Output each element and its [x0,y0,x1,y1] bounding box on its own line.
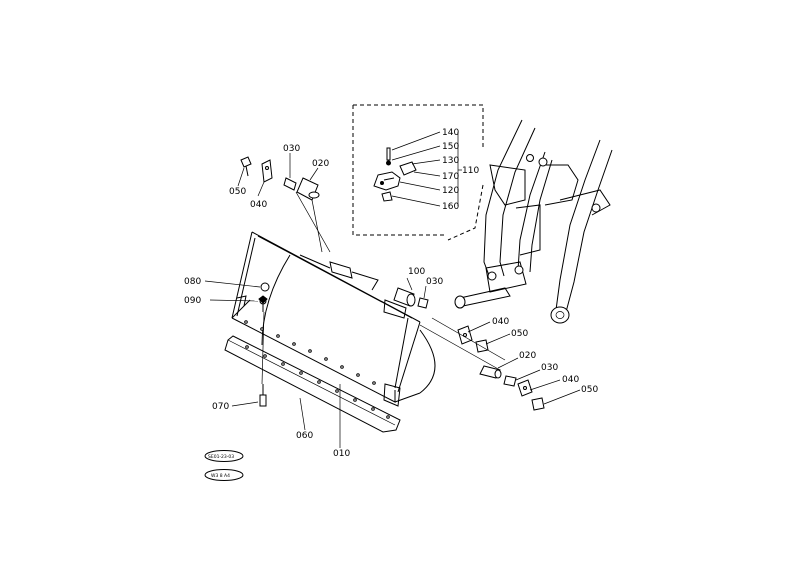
bucket-bolt-holes [244,320,376,385]
leader-lines [204,131,581,448]
loader-arm-frame [454,119,613,324]
part-labels: 010 020 020 030 030 030 040 040 040 050 … [184,128,598,459]
stamp-top-oval [204,450,244,462]
label-160: 160 [442,202,459,212]
label-110: 110 [462,166,479,176]
label-030-left: 030 [283,144,300,154]
stamp-bottom-text: W3 8 A4 [211,473,230,479]
label-030-right: 030 [541,363,558,373]
left-bolts [258,282,270,407]
label-050-right: 050 [581,385,598,395]
label-040-mid: 040 [492,317,509,327]
cutting-edge-bar [224,335,401,433]
bucket-body [231,231,436,407]
label-090: 090 [184,296,201,306]
label-140: 140 [442,128,459,138]
stamp-group: SE01-23-03 W3 8 A4 [204,450,244,481]
label-010: 010 [333,449,350,459]
label-020-left: 020 [312,159,329,169]
label-050-mid: 050 [511,329,528,339]
label-150: 150 [442,142,459,152]
stamp-bottom-oval [204,469,244,481]
stamp-top-text: SE01-23-03 [208,454,234,460]
inset-detail-box [352,104,484,241]
label-020-right: 020 [519,351,536,361]
left-pin-group [240,156,331,253]
label-170: 170 [442,172,459,182]
right-pin-group [393,287,545,411]
label-040-right: 040 [562,375,579,385]
label-080: 080 [184,277,201,287]
label-030-mid: 030 [426,277,443,287]
label-050-left: 050 [229,187,246,197]
label-100: 100 [408,267,425,277]
label-040-left: 040 [250,200,267,210]
label-120: 120 [442,186,459,196]
label-060: 060 [296,431,313,441]
label-130: 130 [442,156,459,166]
latch-assembly [373,147,417,202]
label-070: 070 [212,402,229,412]
